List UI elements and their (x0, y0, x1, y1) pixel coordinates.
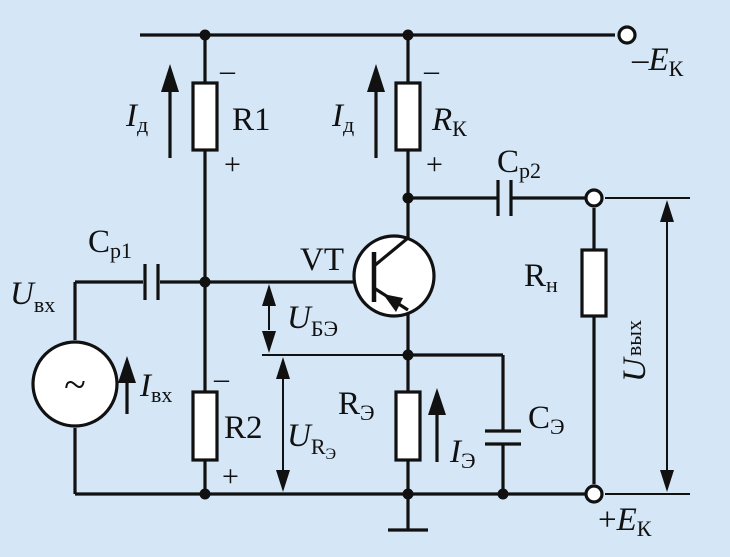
junction-dot (199, 276, 211, 288)
capacitor-cp2 (496, 180, 513, 216)
current-arrow-id-left (161, 64, 179, 158)
junctions (199, 29, 509, 500)
label-iin: Iвх (139, 368, 172, 407)
emitter-arrow-icon (383, 294, 403, 312)
arrow-down-icon (276, 470, 290, 492)
ac-source: ~ (31, 340, 119, 428)
polarity-plus-r1: + (224, 148, 241, 181)
source-symbol: ~ (64, 362, 86, 407)
label-supply-bottom: +EК (598, 502, 652, 541)
arrow-down-icon (262, 331, 276, 353)
polarity-plus-r2: + (222, 460, 239, 493)
arrow-down-icon (660, 470, 674, 492)
arrow-up-icon (428, 388, 446, 415)
junction-dot (402, 349, 414, 361)
arrow-up-icon (660, 200, 674, 222)
label-rk: RК (431, 102, 467, 141)
arrow-up-icon (161, 64, 179, 92)
voltage-arrow-ube (262, 284, 276, 353)
output-terminal-bottom (584, 484, 604, 504)
capacitor-cp1 (143, 264, 160, 300)
junction-dot (402, 192, 414, 204)
label-ube: UБЭ (287, 300, 338, 341)
label-uout: Uвых (617, 320, 653, 382)
transistor-vt (352, 234, 436, 318)
label-supply-top: –EК (631, 42, 684, 81)
voltage-arrow-uout (660, 200, 674, 492)
label-cp1: Cр1 (88, 224, 132, 263)
label-ie: IЭ (449, 434, 476, 473)
polarity-minus-r1: – (219, 54, 236, 87)
junction-dot (497, 488, 509, 500)
label-id-right: Iд (331, 98, 354, 137)
label-rn: Rн (524, 258, 558, 297)
label-re: RЭ (338, 386, 375, 425)
polarity-minus-rk: – (423, 54, 440, 87)
current-arrow-id-right (367, 64, 385, 158)
arrow-up-icon (276, 357, 290, 379)
output-terminal-top (584, 188, 604, 208)
label-id-left: Iд (125, 98, 148, 137)
voltage-arrow-ure (276, 357, 290, 492)
label-vt: VT (300, 242, 344, 278)
label-uin: Uвх (10, 276, 55, 317)
capacitor-ce (485, 429, 521, 446)
junction-dot (199, 488, 211, 500)
label-r2: R2 (224, 410, 263, 446)
supply-terminal-top (617, 25, 637, 45)
arrow-up-icon (262, 284, 276, 306)
label-ce: CЭ (528, 400, 565, 439)
arrow-up-icon (118, 356, 136, 383)
junction-dot (402, 29, 414, 41)
resistor-r2 (191, 390, 219, 462)
junction-dot (402, 488, 414, 500)
resistor-re (394, 390, 422, 462)
polarity-minus-r2: – (213, 362, 230, 395)
resistor-rk (394, 81, 422, 152)
current-arrow-iin (118, 356, 136, 414)
label-ure: URЭ (287, 418, 336, 463)
label-cp2: Cр2 (497, 144, 541, 183)
resistor-rn (580, 248, 608, 318)
label-r1: R1 (232, 102, 271, 138)
current-arrow-ie (428, 388, 446, 462)
polarity-plus-rk: + (426, 148, 443, 181)
arrow-up-icon (367, 64, 385, 92)
resistor-r1 (191, 81, 219, 152)
junction-dot (199, 29, 211, 41)
